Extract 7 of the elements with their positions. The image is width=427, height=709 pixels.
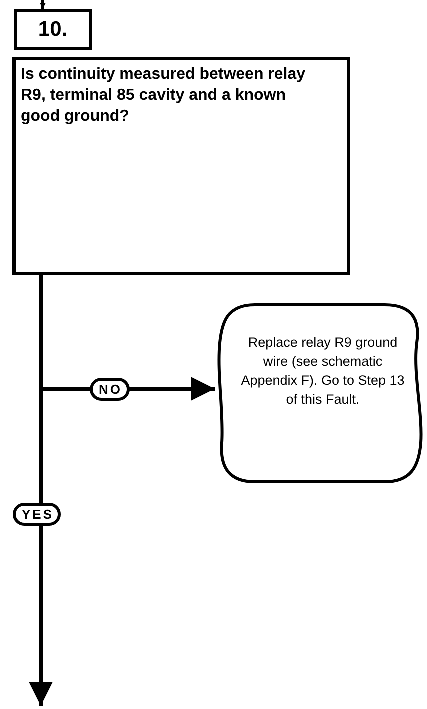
flow-arrow (40, 0, 46, 9)
action-text: Replace relay R9 ground wire (see schematic Appendix F). Go to Step 13 of this Fault. (240, 334, 406, 409)
edge-label: YES (13, 502, 62, 526)
edge-label: NO (90, 378, 130, 400)
flow-arrow (29, 275, 53, 706)
step-number-tab: 10. (14, 9, 92, 50)
question-text: Is continuity measured between relay R9, terminal 85 cavity and a known good ground? (21, 65, 307, 127)
